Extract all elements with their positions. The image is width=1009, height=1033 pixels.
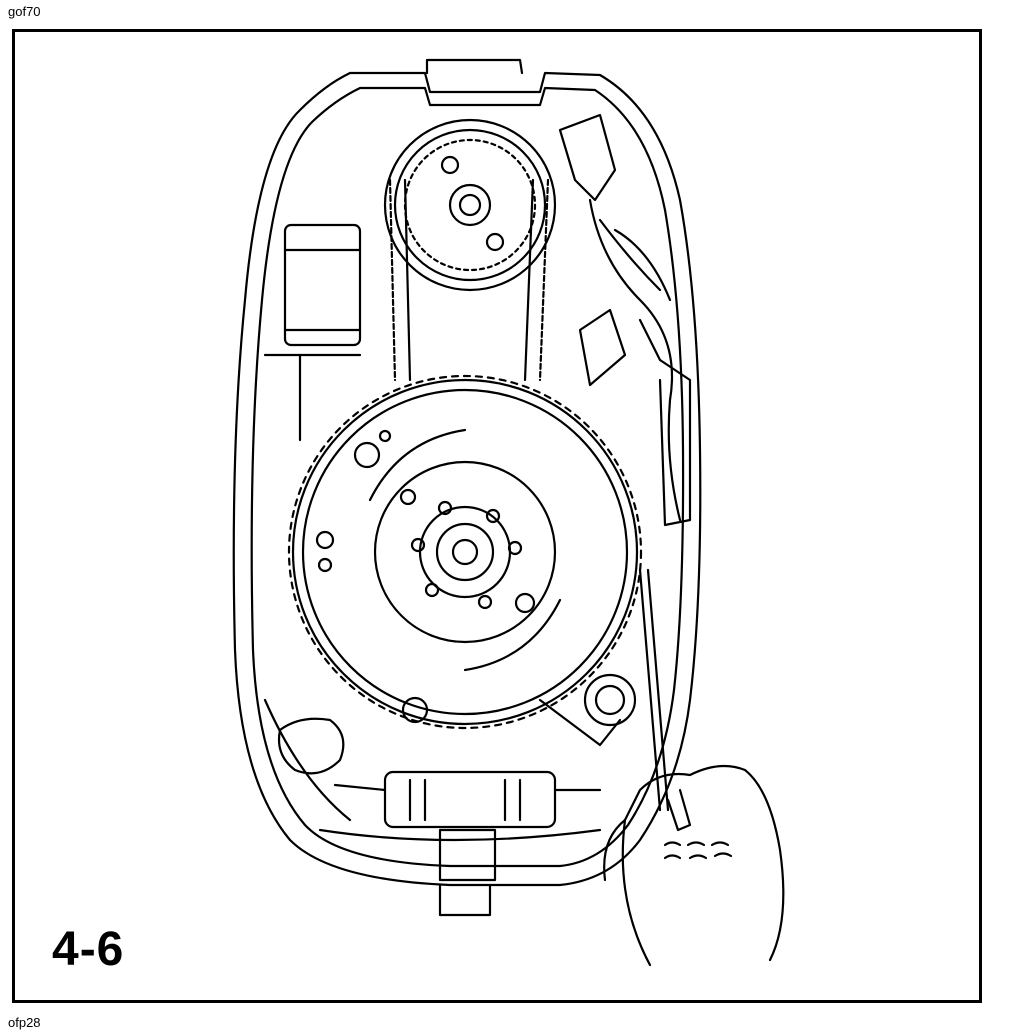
top-reference-code: gof70 (8, 4, 41, 19)
figure-number-label: 4-6 (52, 923, 125, 976)
timing-belt (388, 178, 550, 382)
lower-components (277, 673, 637, 882)
flywheel (287, 374, 643, 730)
wiring-harness (558, 113, 692, 527)
starter-motor (263, 223, 362, 442)
cowling-outline (232, 58, 702, 917)
adjustment-tool (638, 568, 670, 812)
technician-hand (603, 764, 785, 967)
bottom-reference-code: ofp28 (8, 1015, 41, 1030)
figure-frame (12, 29, 982, 1003)
